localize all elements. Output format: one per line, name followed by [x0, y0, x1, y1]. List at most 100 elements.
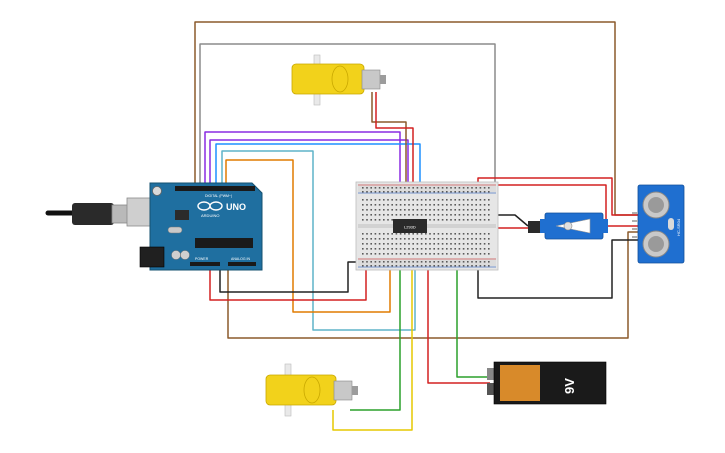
motor-can-top — [361, 69, 381, 90]
breadboard-hole — [475, 187, 477, 189]
breadboard-hole — [425, 248, 427, 250]
breadboard-hole — [488, 209, 490, 211]
breadboard-hole — [395, 209, 398, 211]
arduino-uno: UNO ARDUINO DIGITAL (PWM~) POWER ANALOG … — [45, 182, 263, 271]
breadboard-hole — [475, 261, 477, 263]
breadboard-hole — [454, 191, 456, 193]
breadboard-hole — [446, 219, 448, 221]
breadboard-hole — [429, 187, 431, 189]
breadboard-hole — [378, 243, 381, 245]
breadboard-hole — [420, 238, 423, 240]
breadboard-hole — [488, 199, 490, 201]
analog-header — [228, 262, 256, 266]
breadboard-hole — [378, 261, 381, 263]
breadboard-hole — [441, 191, 444, 193]
breadboard-hole — [441, 238, 444, 240]
breadboard-hole — [395, 265, 398, 267]
sensor-crystal — [668, 218, 674, 230]
motor-terminal-top — [380, 75, 386, 84]
breadboard-hole — [483, 219, 486, 221]
breadboard-hole — [471, 199, 473, 201]
breadboard-hole — [475, 191, 477, 193]
breadboard-hole — [479, 265, 482, 267]
breadboard-hole — [429, 233, 431, 235]
breadboard-hole — [483, 199, 486, 201]
breadboard-hole — [475, 219, 477, 221]
breadboard-hole — [433, 214, 435, 216]
breadboard-hole — [395, 204, 398, 206]
breadboard-hole — [433, 204, 435, 206]
breadboard-hole — [483, 209, 486, 211]
breadboard-hole — [467, 248, 469, 250]
breadboard-bottom-rail — [358, 258, 496, 268]
breadboard-hole — [479, 233, 482, 235]
breadboard-hole — [395, 253, 398, 255]
breadboard-hole — [429, 191, 431, 193]
breadboard-hole — [479, 199, 482, 201]
breadboard-hole — [446, 187, 448, 189]
breadboard-hole — [383, 219, 385, 221]
breadboard-hole — [420, 253, 423, 255]
breadboard-hole — [475, 243, 477, 245]
breadboard-hole — [370, 214, 372, 216]
breadboard-hole — [471, 253, 473, 255]
breadboard-hole — [471, 191, 473, 193]
breadboard-hole — [370, 253, 372, 255]
breadboard-hole — [399, 243, 402, 245]
breadboard-hole — [366, 214, 368, 216]
breadboard-hole — [458, 199, 461, 201]
motor-gearbox-top — [291, 63, 365, 95]
breadboard-hole — [446, 238, 448, 240]
breadboard-hole — [420, 214, 423, 216]
breadboard-hole — [391, 209, 393, 211]
breadboard-hole — [408, 265, 410, 267]
sensor-label: HC-SR04 — [676, 218, 681, 236]
breadboard-hole — [471, 204, 473, 206]
breadboard-hole — [378, 187, 381, 189]
breadboard-hole — [425, 253, 427, 255]
arduino-logo-icon — [197, 201, 223, 211]
wire-gray-top — [199, 43, 496, 215]
breadboard-hole — [467, 233, 469, 235]
breadboard-hole — [475, 209, 477, 211]
breadboard-hole — [370, 187, 372, 189]
breadboard-hole — [378, 233, 381, 235]
breadboard-hole — [412, 253, 414, 255]
arduino-brand-label: ARDUINO — [201, 213, 219, 218]
breadboard-hole — [467, 253, 469, 255]
breadboard-hole — [483, 204, 486, 206]
breadboard-hole — [374, 233, 377, 235]
breadboard-hole — [395, 238, 398, 240]
breadboard-hole — [416, 214, 419, 216]
breadboard-hole — [488, 219, 490, 221]
breadboard-hole — [458, 238, 461, 240]
breadboard-hole — [429, 261, 431, 263]
breadboard-hole — [378, 219, 381, 221]
breadboard-hole — [437, 233, 440, 235]
breadboard-hole — [433, 191, 435, 193]
breadboard-hole — [404, 204, 406, 206]
breadboard-hole — [446, 243, 448, 245]
breadboard-hole — [387, 209, 389, 211]
breadboard-hole — [408, 261, 410, 263]
breadboard-hole — [475, 238, 477, 240]
breadboard-hole — [462, 243, 465, 245]
breadboard-hole — [366, 219, 368, 221]
breadboard-hole — [479, 261, 482, 263]
breadboard-hole — [458, 261, 461, 263]
breadboard-hole — [441, 248, 444, 250]
breadboard-hole — [416, 238, 419, 240]
breadboard-hole — [383, 265, 385, 267]
breadboard-hole — [378, 214, 381, 216]
breadboard-hole — [412, 265, 414, 267]
breadboard-hole — [366, 233, 368, 235]
breadboard-hole — [446, 253, 448, 255]
breadboard-hole — [458, 204, 461, 206]
breadboard-hole — [454, 219, 456, 221]
breadboard-hole — [387, 191, 389, 193]
servo-shaft — [563, 221, 573, 231]
breadboard-hole — [437, 209, 440, 211]
breadboard-hole — [483, 214, 486, 216]
breadboard-hole — [383, 243, 385, 245]
usb-chip — [175, 210, 189, 220]
